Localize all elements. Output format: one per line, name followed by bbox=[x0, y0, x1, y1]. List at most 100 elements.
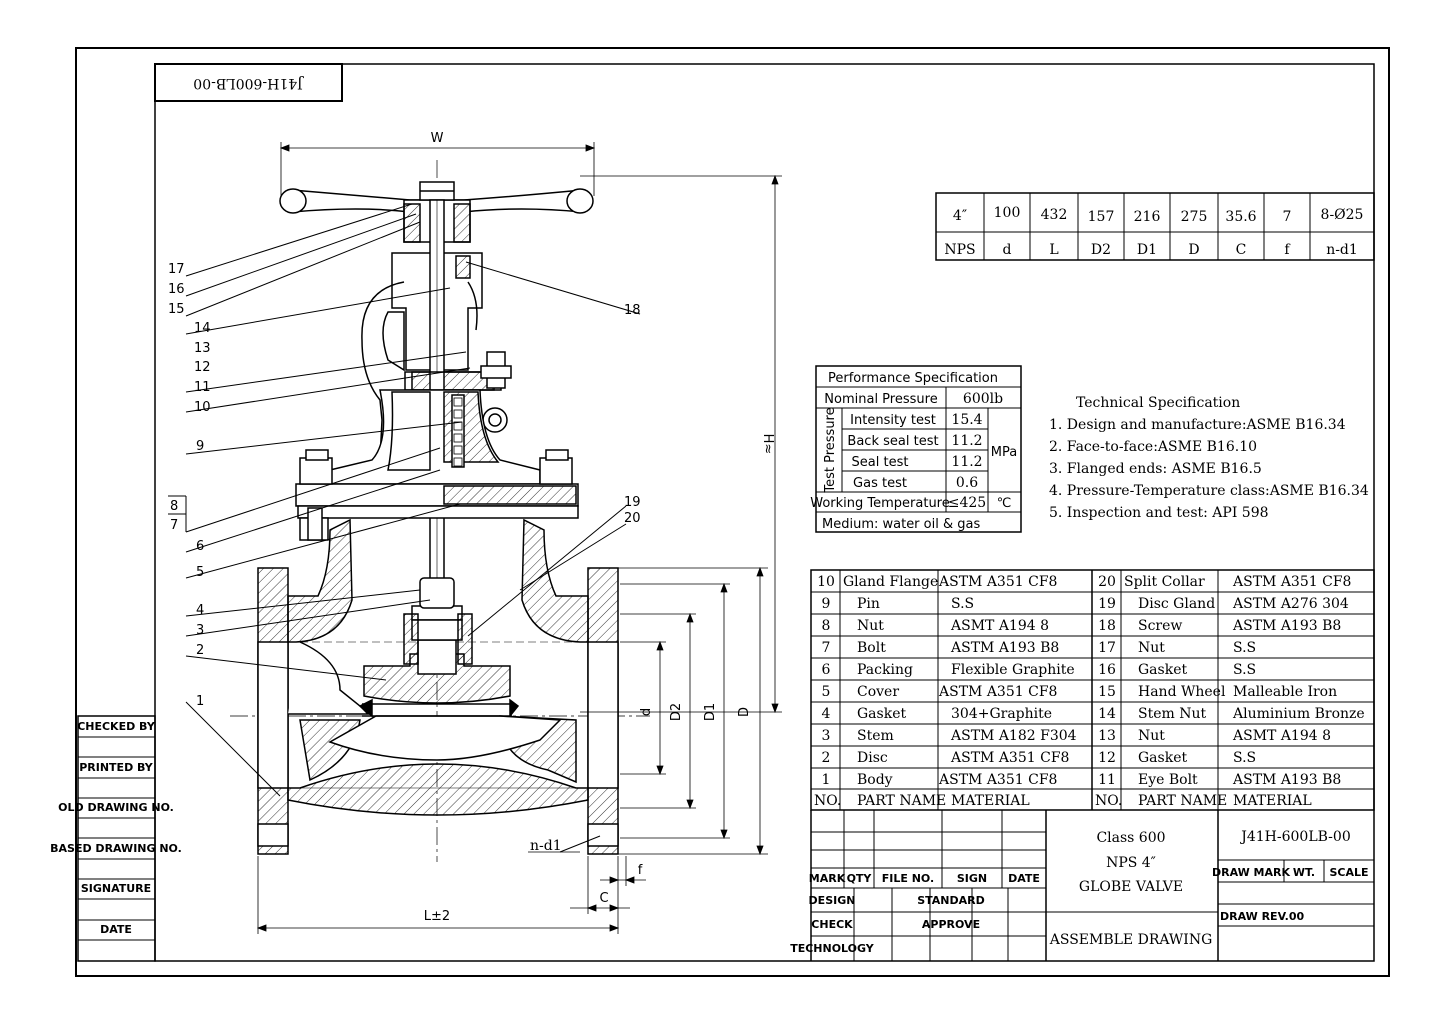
dim-h: H≈ bbox=[760, 434, 775, 455]
balloon-8: 8 bbox=[170, 499, 178, 514]
dim-head-nps: NPS bbox=[944, 242, 975, 258]
perf-test-value-2: 11.2 bbox=[951, 454, 982, 470]
part-left-material: ASTM A351 CF8 bbox=[938, 574, 1057, 590]
dimension-table bbox=[935, 192, 1375, 261]
title-block bbox=[810, 810, 1374, 961]
parts-header-name: PART NAME bbox=[857, 793, 946, 809]
tb-sign: SIGN bbox=[957, 872, 987, 885]
perf-test-value-1: 11.2 bbox=[951, 433, 982, 449]
balloon-16: 16 bbox=[168, 282, 185, 297]
perf-test-name-1: Back seal test bbox=[847, 434, 938, 449]
part-left-material: ASMT A194 8 bbox=[950, 618, 1049, 634]
tb-desc-nps: NPS 4″ bbox=[1106, 855, 1156, 871]
part-right-no: 16 bbox=[1098, 662, 1116, 678]
balloon-14: 14 bbox=[194, 321, 211, 336]
part-left-material: 304+Graphite bbox=[951, 706, 1052, 722]
strip-based-drawing: BASED DRAWING NO. bbox=[50, 842, 182, 855]
part-right-material: Malleable Iron bbox=[1233, 684, 1337, 700]
part-left-no: 3 bbox=[822, 728, 831, 744]
dim-d-outer: D bbox=[737, 707, 752, 717]
part-right-name: Gasket bbox=[1138, 662, 1187, 678]
valve-drawing bbox=[230, 160, 650, 862]
balloon-19: 19 bbox=[624, 495, 641, 510]
part-right-name: Gasket bbox=[1138, 750, 1187, 766]
part-right-material: ASTM A193 B8 bbox=[1232, 772, 1341, 788]
part-left-name: Packing bbox=[857, 662, 913, 678]
balloon-18: 18 bbox=[624, 303, 641, 318]
dim-w: W bbox=[431, 131, 444, 146]
balloon-20: 20 bbox=[624, 511, 641, 526]
bonnet-flange bbox=[295, 449, 579, 541]
perf-working-label: Working Temperature bbox=[810, 496, 950, 511]
dim-c: C bbox=[599, 891, 608, 906]
tech-item-5: 5. Inspection and test: API 598 bbox=[1049, 505, 1269, 521]
balloon-15: 15 bbox=[168, 302, 185, 317]
part-left-name: Body bbox=[857, 772, 893, 788]
tb-standard: STANDARD bbox=[917, 894, 985, 907]
perf-test-name-0: Intensity test bbox=[850, 413, 936, 428]
part-right-material: ASMT A194 8 bbox=[1232, 728, 1331, 744]
dim-val-c: 35.6 bbox=[1225, 209, 1256, 225]
balloon-5: 5 bbox=[196, 565, 204, 580]
part-right-name: Eye Bolt bbox=[1138, 772, 1198, 788]
dimension-labels: W H≈ D D1 D2 d L±2 C f n-d1 bbox=[424, 131, 775, 924]
dim-val-d: 100 bbox=[994, 205, 1021, 221]
part-left-no: 7 bbox=[822, 640, 831, 656]
valve-body bbox=[257, 518, 619, 855]
perf-test-value-3: 0.6 bbox=[956, 475, 978, 491]
balloon-7: 7 bbox=[170, 518, 178, 533]
dim-val-d1: 216 bbox=[1134, 209, 1161, 225]
tb-date: DATE bbox=[1008, 872, 1040, 885]
strip-old-drawing: OLD DRAWING NO. bbox=[58, 801, 174, 814]
dim-head-dd: D bbox=[1188, 242, 1199, 258]
tech-item-4: 4. Pressure-Temperature class:ASME B16.3… bbox=[1049, 483, 1369, 499]
part-right-no: 11 bbox=[1098, 772, 1116, 788]
part-left-no: 6 bbox=[822, 662, 831, 678]
perf-test-label: Test Pressure bbox=[823, 407, 838, 493]
part-left-no: 1 bbox=[822, 772, 831, 788]
tb-file: FILE NO. bbox=[882, 872, 934, 885]
balloon-6: 6 bbox=[196, 539, 204, 554]
part-left-material: ASTM A351 CF8 bbox=[938, 684, 1057, 700]
dim-head-d2: D2 bbox=[1091, 242, 1111, 258]
part-right-name: Disc Gland bbox=[1138, 596, 1215, 612]
part-right-material: S.S bbox=[1233, 640, 1256, 656]
balloon-17: 17 bbox=[168, 262, 185, 277]
tech-item-3: 3. Flanged ends: ASME B16.5 bbox=[1049, 461, 1262, 477]
tb-drawing-no: J41H-600LB-00 bbox=[1239, 829, 1350, 845]
dim-head-l: L bbox=[1049, 242, 1058, 258]
balloon-10: 10 bbox=[194, 400, 211, 415]
left-strip: CHECKED BY PRINTED BY OLD DRAWING NO. BA… bbox=[50, 715, 182, 962]
dim-val-dd: 275 bbox=[1181, 209, 1208, 225]
balloon-12: 12 bbox=[194, 360, 211, 375]
part-left-name: Gland Flange bbox=[843, 574, 938, 590]
tb-draw-mark: DRAW MARK bbox=[1212, 866, 1291, 879]
part-left-name: Cover bbox=[857, 684, 899, 700]
part-right-material: S.S bbox=[1233, 662, 1256, 678]
perf-unit: MPa bbox=[991, 445, 1017, 460]
part-left-no: 2 bbox=[822, 750, 831, 766]
tb-qty: QTY bbox=[847, 872, 873, 885]
bonnet bbox=[329, 389, 541, 485]
tb-scale: SCALE bbox=[1329, 866, 1368, 879]
part-right-material: ASTM A193 B8 bbox=[1232, 618, 1341, 634]
part-right-no: 18 bbox=[1098, 618, 1116, 634]
part-right-material: ASTM A351 CF8 bbox=[1232, 574, 1351, 590]
tech-item-1: 1. Design and manufacture:ASME B16.34 bbox=[1049, 417, 1346, 433]
dim-l: L±2 bbox=[424, 909, 450, 924]
strip-signature: SIGNATURE bbox=[81, 882, 151, 895]
part-right-no: 14 bbox=[1098, 706, 1116, 722]
part-right-no: 13 bbox=[1098, 728, 1116, 744]
parts-header-no: NO. bbox=[1095, 793, 1122, 809]
dim-head-d1: D1 bbox=[1137, 242, 1157, 258]
perf-working-value: ≤425 bbox=[948, 495, 986, 511]
balloon-2: 2 bbox=[196, 643, 204, 658]
outer-frame bbox=[75, 47, 1390, 977]
dim-d1: D1 bbox=[703, 703, 718, 721]
strip-date: DATE bbox=[100, 923, 132, 936]
part-left-material: S.S bbox=[951, 596, 974, 612]
tech-item-2: 2. Face-to-face:ASME B16.10 bbox=[1049, 439, 1257, 455]
disc bbox=[362, 577, 512, 717]
